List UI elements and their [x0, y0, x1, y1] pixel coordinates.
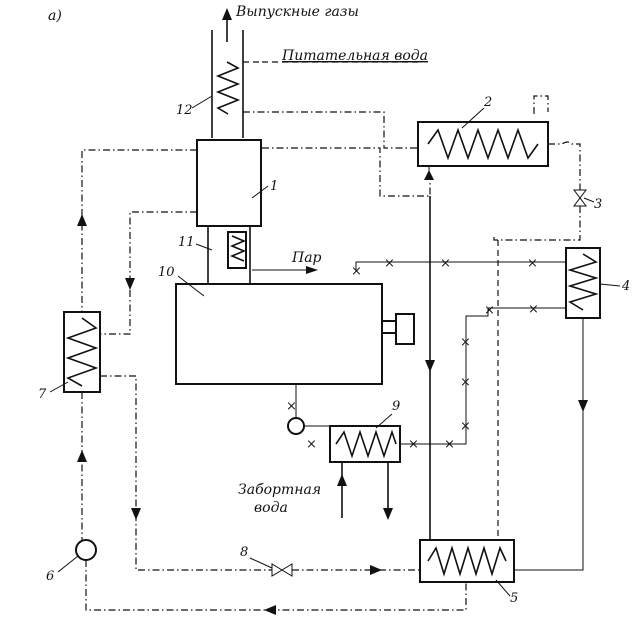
svg-text:×: ×	[408, 437, 419, 452]
num-12: 12	[176, 103, 193, 118]
heater4-outlet	[514, 318, 588, 571]
steam-lines: × × × × × × × × ×	[351, 256, 566, 434]
pump-6	[75, 539, 97, 561]
svg-text:×: ×	[351, 264, 362, 279]
steam-label: Пар	[291, 250, 322, 266]
feed-water-lines	[243, 61, 581, 241]
svg-text:×: ×	[484, 303, 495, 318]
svg-text:×: ×	[306, 437, 317, 452]
svg-text:×: ×	[444, 437, 455, 452]
num-11: 11	[178, 235, 195, 250]
valve-8	[271, 563, 293, 577]
gas-boiler-11	[207, 226, 318, 284]
heater-2	[417, 121, 549, 180]
cooler7-lines	[77, 149, 467, 615]
num-8: 8	[240, 545, 248, 560]
cooler-7	[63, 311, 101, 393]
svg-text:×: ×	[460, 419, 471, 434]
svg-text:×: ×	[286, 399, 297, 414]
cooler-9	[329, 425, 401, 520]
num-5: 5	[510, 591, 518, 606]
svg-text:×: ×	[384, 256, 395, 271]
exhaust-stack	[211, 8, 244, 138]
num-7: 7	[38, 387, 47, 402]
cooler-5	[419, 539, 515, 583]
num-9: 9	[392, 399, 400, 414]
economizer-coil-12	[215, 61, 262, 115]
sea-water-label-line1: Забортная	[238, 482, 321, 498]
num-4: 4	[621, 279, 630, 294]
num-10: 10	[158, 265, 175, 280]
svg-text:×: ×	[460, 375, 471, 390]
svg-text:×: ×	[527, 256, 538, 271]
figure-label: а)	[48, 8, 62, 24]
boiler-1	[196, 139, 262, 227]
num-6: 6	[46, 569, 54, 584]
num-2: 2	[483, 95, 492, 110]
engine-10	[175, 283, 415, 385]
svg-text:×: ×	[460, 335, 471, 350]
num-3: 3	[594, 197, 602, 212]
sea-water-label-line2: вода	[254, 500, 288, 516]
svg-text:×: ×	[528, 302, 539, 317]
heater-4	[565, 247, 601, 319]
svg-text:×: ×	[440, 256, 451, 271]
feed-water-label: Питательная вода	[281, 48, 428, 64]
engine-pump	[287, 417, 305, 435]
callouts: 1 2 3 4 5 6 7 8 9 10 11 12	[38, 95, 630, 606]
exhaust-gases-label: Выпускные газы	[235, 4, 359, 20]
num-1: 1	[270, 179, 278, 194]
cooler9-lines: × × × ×	[286, 384, 467, 452]
